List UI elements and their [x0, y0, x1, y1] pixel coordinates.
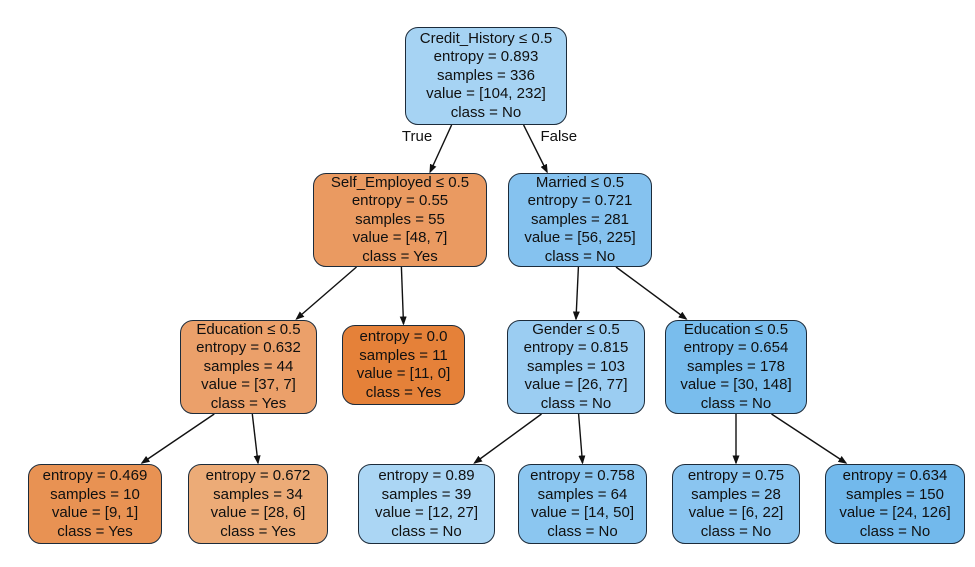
- node-text-line: samples = 11: [359, 346, 448, 364]
- node-text-line: class = Yes: [57, 522, 133, 540]
- node-text-line: entropy = 0.89: [378, 467, 475, 484]
- node-text-line: samples = 103: [527, 357, 625, 375]
- node-text-line: value = [9, 1]: [51, 504, 139, 521]
- node-text-line: entropy = 0.654: [683, 339, 789, 357]
- node-text-line: entropy = 0.55: [351, 192, 449, 210]
- node-text-line: class = No: [700, 522, 772, 540]
- node-text-line: value = [11, 0]: [356, 365, 451, 382]
- node-text-line: value = [56, 225]: [524, 229, 636, 247]
- tree-edge-married-edu_right: [615, 266, 688, 320]
- node-text-line: samples = 10: [50, 485, 140, 503]
- node-text-line: entropy = 0.758: [530, 467, 635, 484]
- node-text-line: Gender ≤ 0.5: [532, 320, 620, 338]
- tree-edge-edu_left-leaf2: [251, 413, 261, 465]
- node-text-line: samples = 336: [437, 66, 535, 84]
- node-text-line: samples = 28: [691, 485, 781, 503]
- node-text-line: value = [26, 77]: [524, 376, 628, 394]
- edge-label-false: False: [540, 128, 577, 145]
- node-text-line: samples = 281: [531, 210, 629, 228]
- node-text-line: entropy = 0.893: [433, 48, 539, 66]
- node-text-line: value = [24, 126]: [839, 504, 951, 521]
- node-text-line: entropy = 0.721: [527, 192, 633, 210]
- node-text-line: value = [37, 7]: [201, 376, 296, 394]
- node-text-line: class = No: [540, 394, 612, 412]
- node-text-line: samples = 34: [213, 485, 303, 503]
- node-text-line: entropy = 0.634: [842, 467, 948, 484]
- node-text-line: class = No: [859, 522, 931, 540]
- node-text-line: class = Yes: [365, 383, 442, 401]
- node-text-line: value = [28, 6]: [210, 504, 306, 521]
- node-text-line: Credit_History ≤ 0.5: [419, 29, 553, 47]
- node-text-line: class = Yes: [220, 522, 296, 540]
- node-text-line: Self_Employed ≤ 0.5: [330, 173, 470, 191]
- node-text-line: Education ≤ 0.5: [683, 320, 789, 338]
- node-text-line: entropy = 0.0: [359, 328, 448, 345]
- tree-edge-married-gender: [572, 266, 580, 321]
- tree-edge-edu_left-leaf1: [140, 413, 215, 464]
- node-text-line: value = [14, 50]: [531, 504, 634, 521]
- node-text-line: value = [30, 148]: [680, 376, 792, 394]
- node-text-line: samples = 64: [537, 485, 628, 503]
- tree-edge-root-self_employed: [429, 124, 453, 174]
- node-text-line: class = Yes: [362, 247, 438, 265]
- node-text-line: entropy = 0.632: [196, 339, 301, 357]
- node-text-line: class = No: [391, 522, 462, 540]
- node-text-line: entropy = 0.672: [205, 467, 311, 484]
- node-text-line: class = No: [450, 103, 522, 121]
- tree-edge-edu_right-leaf6: [771, 413, 848, 464]
- tree-edge-gender-leaf3: [473, 413, 542, 464]
- node-text-line: value = [6, 22]: [688, 504, 784, 521]
- tree-edge-self_employed-edu_left: [295, 266, 357, 320]
- node-text-line: value = [48, 7]: [352, 229, 448, 247]
- node-text-line: class = No: [547, 522, 618, 540]
- node-text-line: entropy = 0.469: [42, 467, 148, 484]
- node-text-line: Married ≤ 0.5: [535, 173, 625, 191]
- tree-edge-gender-leaf4: [577, 413, 586, 465]
- node-text-line: class = Yes: [210, 394, 287, 412]
- node-text-line: samples = 150: [846, 485, 944, 503]
- node-text-line: samples = 39: [381, 485, 472, 503]
- node-text-line: entropy = 0.815: [523, 339, 629, 357]
- tree-edge-self_employed-leaf_pure: [399, 266, 407, 326]
- node-text-line: Education ≤ 0.5: [196, 320, 301, 338]
- node-text-line: value = [12, 27]: [375, 504, 478, 521]
- node-text-line: entropy = 0.75: [687, 467, 785, 484]
- node-text-line: value = [104, 232]: [426, 85, 546, 103]
- tree-edge-root-married: [522, 124, 548, 174]
- node-text-line: samples = 55: [355, 210, 445, 228]
- node-text-line: class = No: [700, 394, 772, 412]
- node-text-line: class = No: [544, 247, 616, 265]
- node-text-line: samples = 44: [203, 357, 294, 375]
- edge-label-true: True: [402, 128, 432, 145]
- node-text-line: samples = 178: [687, 357, 785, 375]
